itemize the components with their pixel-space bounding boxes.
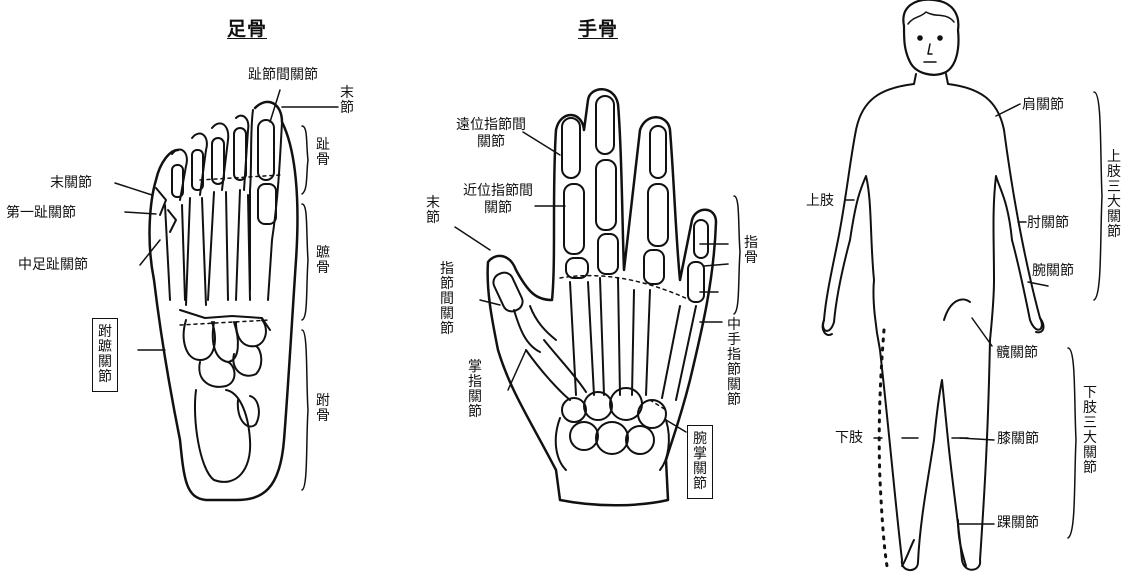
label-hip-joint: 髖關節	[996, 345, 1038, 361]
foot-title: 足骨	[227, 18, 268, 40]
label-finger-bones: 指骨	[744, 235, 758, 266]
label-hand-interphalangeal-joint: 指節間關節	[440, 261, 454, 337]
label-proximal-interphalangeal-joint: 近位指節間關節	[463, 183, 533, 216]
label-shoulder-joint: 肩關節	[1022, 97, 1064, 113]
label-knee-joint: 膝關節	[997, 431, 1039, 447]
label-metacarpophalangeal-joint-left: 掌指關節	[468, 359, 482, 420]
foot-drawing	[114, 89, 339, 502]
label-upper-limb: 上肢	[806, 193, 834, 209]
label-first-toe-joint: 第一趾關節	[6, 205, 76, 221]
hand-drawing	[454, 88, 741, 507]
body-drawing	[821, 0, 1103, 574]
label-elbow-joint: 肘關節	[1027, 215, 1069, 231]
label-distal-interphalangeal-joint: 遠位指節間關節	[456, 117, 526, 150]
label-lower-limb: 下肢	[835, 430, 863, 446]
label-foot-distal-phalanx: 末節	[340, 85, 354, 116]
label-ankle-joint: 踝關節	[997, 515, 1039, 531]
label-metatarsophalangeal-joint: 中足趾關節	[18, 257, 88, 273]
label-foot-distal-joint: 末關節	[50, 175, 92, 191]
label-metatarsals: 蹠骨	[316, 245, 330, 276]
label-tarsals: 跗骨	[316, 393, 330, 424]
label-hand-distal-phalanx: 末節	[426, 195, 440, 226]
label-toe-interphalangeal-joint: 趾節間關節	[248, 67, 318, 83]
label-tarsometatarsal-joint: 跗蹠關節	[92, 318, 118, 392]
label-carpometacarpal-joint: 腕掌關節	[687, 425, 713, 499]
label-lower-three-major-joints: 下肢三大關節	[1083, 385, 1097, 476]
label-upper-three-major-joints: 上肢三大關節	[1107, 149, 1121, 240]
label-toe-bones: 趾骨	[316, 137, 330, 168]
label-metacarpophalangeal-joint-right: 中手指節關節	[727, 317, 741, 408]
label-wrist-joint: 腕關節	[1032, 263, 1074, 279]
hand-title: 手骨	[578, 18, 619, 40]
